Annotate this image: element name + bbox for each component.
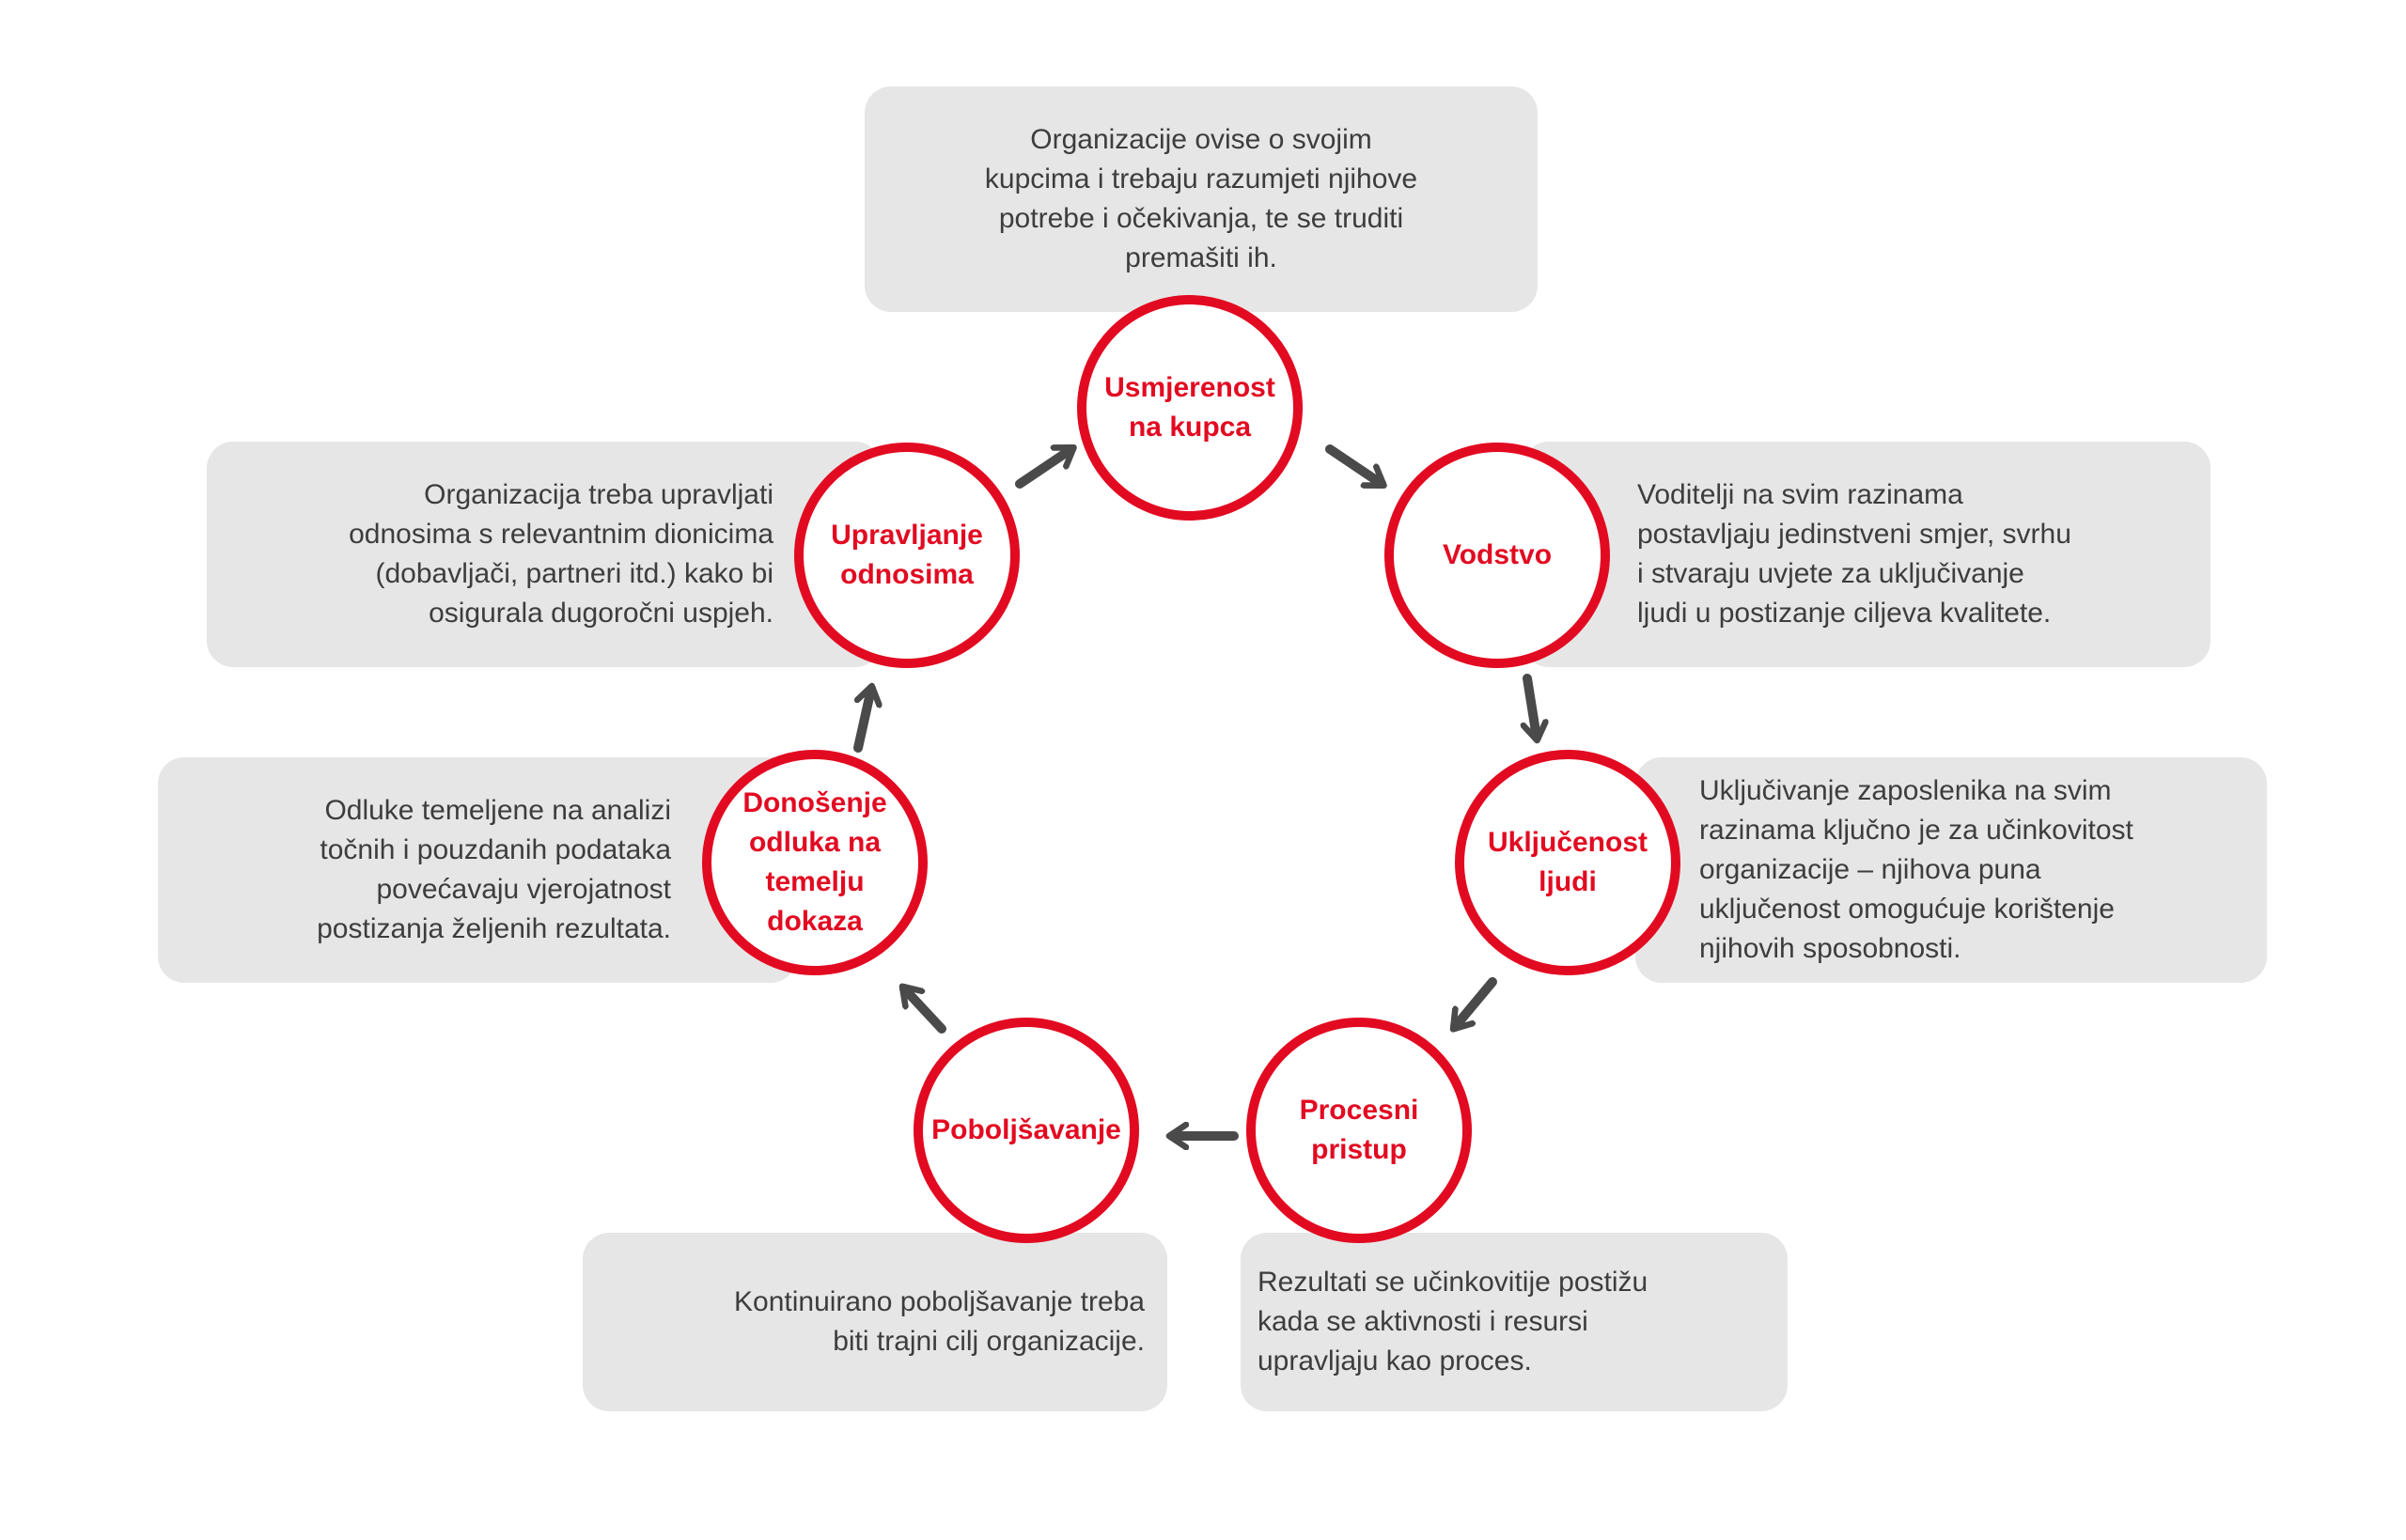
circle-label: temelju <box>765 866 865 897</box>
circle-label: na kupca <box>1128 412 1252 443</box>
box-relationship: Organizacija treba upravljati odnosima s… <box>207 442 882 667</box>
circle-label: odnosima <box>840 559 974 590</box>
box-line: postizanja željenih rezultata. <box>317 913 671 944</box>
box-line: Organizacije ovise o svojim <box>1030 124 1372 155</box>
box-line: organizacije – njihova puna <box>1699 854 2041 885</box>
circle-label: Vodstvo <box>1442 539 1553 570</box>
circle-label: Usmjerenost <box>1104 372 1275 403</box>
box-line: Kontinuirano poboljšavanje treba <box>734 1286 1145 1317</box>
box-line: odnosima s relevantnim dionicima <box>349 519 773 550</box>
box-line: upravljaju kao proces. <box>1258 1346 1532 1377</box>
arrow-improvement-to-evidence <box>904 988 946 1034</box>
box-line: premašiti ih. <box>1125 242 1277 273</box>
circle-label: pristup <box>1311 1134 1407 1165</box>
circle-customer-focus: Usmjerenost na kupca <box>1077 295 1303 521</box>
box-line: i stvaraju uvjete za uključivanje <box>1637 558 2024 589</box>
arrow-leadership-to-engagement <box>1527 674 1537 738</box>
box-line: točnih i pouzdanih podataka <box>320 834 671 865</box>
circle-engagement: Uključenost ljudi <box>1455 750 1680 975</box>
box-line: povećavaju vjerojatnost <box>376 874 671 905</box>
box-line: ljudi u postizanje ciljeva kvalitete. <box>1637 598 2052 629</box>
box-line: kada se aktivnosti i resursi <box>1258 1306 1588 1337</box>
box-process: Rezultati se učinkovitije postižu kada s… <box>1241 1233 1788 1411</box>
circle-label: Procesni <box>1299 1095 1419 1126</box>
circle-label: Donošenje <box>742 787 887 818</box>
box-line: (dobavljači, partneri itd.) kako bi <box>375 558 773 589</box>
box-line: uključenost omogućuje korištenje <box>1699 894 2115 925</box>
box-line: Uključivanje zaposlenika na svim <box>1699 775 2112 806</box>
box-line: Voditelji na svim razinama <box>1637 479 1963 510</box>
circle-process: Procesni pristup <box>1246 1018 1472 1243</box>
box-line: potrebe i očekivanja, te se truditi <box>998 203 1404 234</box>
circle-improvement: Poboljšavanje <box>914 1018 1139 1243</box>
box-line: postavljaju jedinstveni smjer, svrhu <box>1637 519 2071 550</box>
arrow-evidence-to-relationship <box>853 689 871 753</box>
box-line: biti trajni cilj organizacije. <box>833 1326 1145 1357</box>
box-line: kupcima i trebaju razumjeti njihove <box>984 163 1418 194</box>
arrow-customer-to-leadership <box>1325 444 1382 489</box>
circle-label: dokaza <box>767 906 863 937</box>
arrow-relationship-to-customer <box>1015 444 1071 489</box>
circle-label: odluka na <box>748 827 882 858</box>
box-line: razinama ključno je za učinkovitost <box>1699 815 2133 846</box>
circle-evidence: Donošenje odluka na temelju dokaza <box>702 750 928 975</box>
circle-label: Uključenost <box>1487 827 1648 858</box>
box-line: osigurala dugoročni uspjeh. <box>429 598 773 629</box>
box-customer-focus: Organizacije ovise o svojim kupcima i tr… <box>865 86 1538 312</box>
box-evidence: Odluke temeljene na analizi točnih i pou… <box>158 757 797 983</box>
box-line: Odluke temeljene na analizi <box>324 795 671 826</box>
box-line: Rezultati se učinkovitije postižu <box>1258 1267 1648 1298</box>
arrow-engagement-to-process <box>1455 977 1497 1027</box>
circle-label: ljudi <box>1539 866 1597 897</box>
box-line: Organizacija treba upravljati <box>424 479 773 510</box>
circle-label: Upravljanje <box>831 520 983 551</box>
box-improvement: Kontinuirano poboljšavanje treba biti tr… <box>583 1233 1167 1411</box>
circle-relationship: Upravljanje odnosima <box>794 443 1020 668</box>
circle-label: Poboljšavanje <box>931 1114 1121 1145</box>
box-engagement: Uključivanje zaposlenika na svim razinam… <box>1635 757 2267 983</box>
circle-leadership: Vodstvo <box>1384 443 1610 668</box>
box-leadership: Voditelji na svim razinama postavljaju j… <box>1523 442 2211 667</box>
box-line: njihovih sposobnosti. <box>1699 933 1961 964</box>
